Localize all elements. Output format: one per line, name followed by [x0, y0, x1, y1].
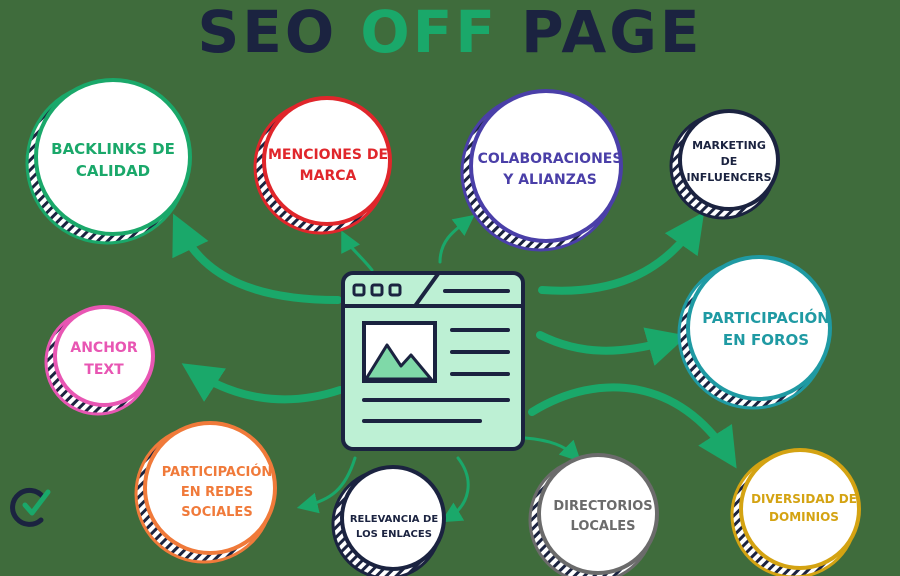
node-colaboraciones-y-alianzas: COLABORACIONES Y ALIANZAS [460, 89, 623, 252]
node-label-line3: SOCIALES [181, 505, 252, 520]
arrow-diversidad [528, 383, 737, 469]
arrow-marketing [538, 211, 705, 295]
node-label-line2: DOMINIOS [769, 510, 839, 524]
node-label-line1: PARTICIPACIÓN [702, 308, 830, 327]
node-circle [34, 78, 192, 236]
node-marketing-de-influencers: MARKETING DE INFLUENCERS [669, 109, 780, 220]
node-participacion-en-redes-sociales: PARTICIPACIÓN EN REDES SOCIALES [134, 421, 277, 564]
node-circle [686, 255, 832, 401]
node-label-line2: TEXT [84, 362, 124, 378]
node-label-line2: DE [721, 155, 738, 168]
node-diversidad-de-dominios: DIVERSIDAD DE DOMINIOS [730, 448, 861, 576]
node-circle [262, 96, 392, 226]
node-label-line1: COLABORACIONES [478, 151, 623, 167]
node-directorios-locales: DIRECTORIOS LOCALES [528, 453, 659, 576]
arrow-redes [296, 456, 357, 514]
arrow-anchor [181, 363, 344, 404]
node-label-line1: RELEVANCIA DE [350, 514, 438, 525]
node-circle [469, 89, 623, 243]
node-circle [340, 465, 446, 571]
node-label-line3: INFLUENCERS [686, 171, 771, 184]
arrow-directorios [523, 436, 581, 462]
node-label-line1: MARKETING [692, 139, 766, 152]
arrow-relevancia [440, 456, 470, 523]
node-relevancia-de-los-enlaces: RELEVANCIA DE LOS ENLACES [331, 465, 446, 576]
brand-logo-icon [10, 487, 51, 527]
node-label-line2: MARCA [300, 168, 357, 184]
node-label-line1: ANCHOR [70, 340, 137, 356]
node-label-line2: LOCALES [571, 519, 636, 534]
node-label-line1: PARTICIPACIÓN [162, 464, 273, 480]
node-label-line2: LOS ENLACES [356, 529, 432, 540]
connector-arrows [172, 211, 737, 523]
node-circle [53, 305, 155, 407]
title-part-seo: SEO [198, 0, 361, 66]
arrow-menciones [341, 230, 374, 272]
browser-window-icon [341, 271, 525, 451]
node-label-line2: CALIDAD [76, 162, 150, 180]
page-title: SEO OFF PAGE [198, 0, 703, 66]
arrow-colaboraciones [438, 214, 475, 264]
title-part-off: OFF [360, 0, 498, 66]
node-label-line1: BACKLINKS DE [51, 140, 175, 158]
node-circle [537, 453, 659, 575]
title-part-page: PAGE [498, 0, 703, 66]
node-label-line2: EN REDES [181, 485, 253, 500]
node-label-line1: DIVERSIDAD DE [751, 492, 857, 506]
arrow-foros [536, 327, 688, 366]
node-menciones-de-marca: MENCIONES DE MARCA [253, 96, 392, 235]
node-label-line1: DIRECTORIOS [553, 499, 652, 514]
arrow-backlinks [172, 213, 342, 304]
node-backlinks-de-calidad: BACKLINKS DE CALIDAD [25, 78, 192, 245]
node-circle [678, 109, 780, 211]
node-label-line2: EN FOROS [723, 331, 809, 349]
node-label-line2: Y ALIANZAS [502, 172, 597, 188]
node-circle [739, 448, 861, 570]
node-circle [143, 421, 277, 555]
node-anchor-text: ANCHOR TEXT [44, 305, 155, 416]
node-participacion-en-foros: PARTICIPACIÓN EN FOROS [677, 255, 832, 410]
node-label-line1: MENCIONES DE [268, 147, 388, 163]
